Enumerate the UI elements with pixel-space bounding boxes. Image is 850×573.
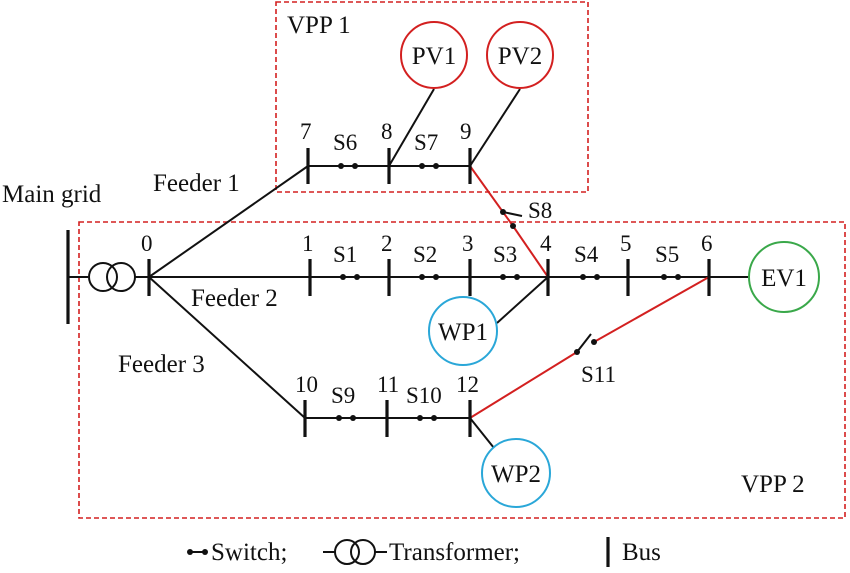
wp1-source: WP1 [428,296,498,366]
pv1-source: PV1 [400,21,468,89]
switch-s11-open [574,333,597,355]
switch-label-s3: S3 [493,242,517,267]
switch-label-s5: S5 [655,242,679,267]
bus-label-9: 9 [460,119,472,144]
switch-s8-open [500,209,523,229]
tie-line-s11-right [593,276,710,343]
wp2-label: WP2 [491,461,541,488]
switch-labels: S1 S2 S3 S4 S5 S6 S7 S8 S9 S10 S11 [331,130,679,408]
main-grid-label: Main grid [2,181,102,208]
pv2-branch-line [469,88,521,167]
bus-label-1: 1 [302,231,314,256]
bus-label-7: 7 [300,119,312,144]
pv1-branch-line [388,88,435,167]
legend-transformer-icon [323,539,387,565]
switch-label-s11: S11 [581,362,616,387]
pv2-label: PV2 [498,43,542,70]
switch-s10 [417,415,437,421]
vpp1-label: VPP 1 [287,12,351,39]
bus-bars [147,148,711,437]
bus-label-0: 0 [141,231,153,256]
bus-label-10: 10 [295,372,318,397]
pv2-source: PV2 [486,21,554,89]
bus-label-2: 2 [381,231,393,256]
feeder1-line [148,165,309,278]
feeder2-label: Feeder 2 [191,285,278,312]
switch-label-s1: S1 [333,242,357,267]
switch-label-s2: S2 [413,242,437,267]
switch-s1 [340,274,360,280]
switch-s6 [338,163,358,169]
vpp1-boundary [275,1,589,193]
tie-line-s8-upper [469,165,514,227]
switch-markers [336,163,681,421]
switch-s7 [419,163,439,169]
legend-bus-label: Bus [622,539,661,566]
feeder3-label: Feeder 3 [118,351,205,378]
bus-label-11: 11 [377,372,399,397]
transformer-icon [88,262,136,292]
tie-line-s11-left [469,351,578,419]
switch-label-s4: S4 [574,242,599,267]
switch-icon [187,549,208,555]
bus-label-6: 6 [701,231,713,256]
switch-s3 [500,274,520,280]
switch-s9 [336,415,356,421]
switch-label-s9: S9 [331,383,355,408]
bus-label-5: 5 [620,231,632,256]
bus-label-3: 3 [462,231,474,256]
pv1-label: PV1 [412,43,456,70]
bus-label-4: 4 [540,231,552,256]
switch-label-s10: S10 [406,383,442,408]
wp1-label: WP1 [438,319,488,346]
switch-label-s8: S8 [528,198,552,223]
vpp2-label: VPP 2 [741,471,805,498]
switch-s5 [661,274,681,280]
bus-labels: 0 1 2 3 4 5 6 7 8 9 10 11 12 [141,119,713,397]
legend: Switch; Transformer; Bus [187,537,661,567]
wp2-branch-line [469,417,495,449]
tie-line-s8-lower [512,225,549,278]
feeder3-line [148,276,306,419]
legend-switch-label: Switch; [211,539,287,566]
ev1-source: EV1 [748,241,820,313]
switch-s4 [580,274,600,280]
bus-label-8: 8 [381,119,393,144]
legend-transformer-label: Transformer; [389,539,520,566]
wp2-source: WP2 [481,438,551,508]
switch-label-s7: S7 [414,130,438,155]
switch-s2 [419,274,439,280]
bus-label-12: 12 [456,372,479,397]
feeder1-label: Feeder 1 [153,170,240,197]
wp1-branch-line [496,276,549,324]
ev1-label: EV1 [761,265,807,292]
switch-label-s6: S6 [333,130,357,155]
vpp2-boundary [78,221,846,519]
